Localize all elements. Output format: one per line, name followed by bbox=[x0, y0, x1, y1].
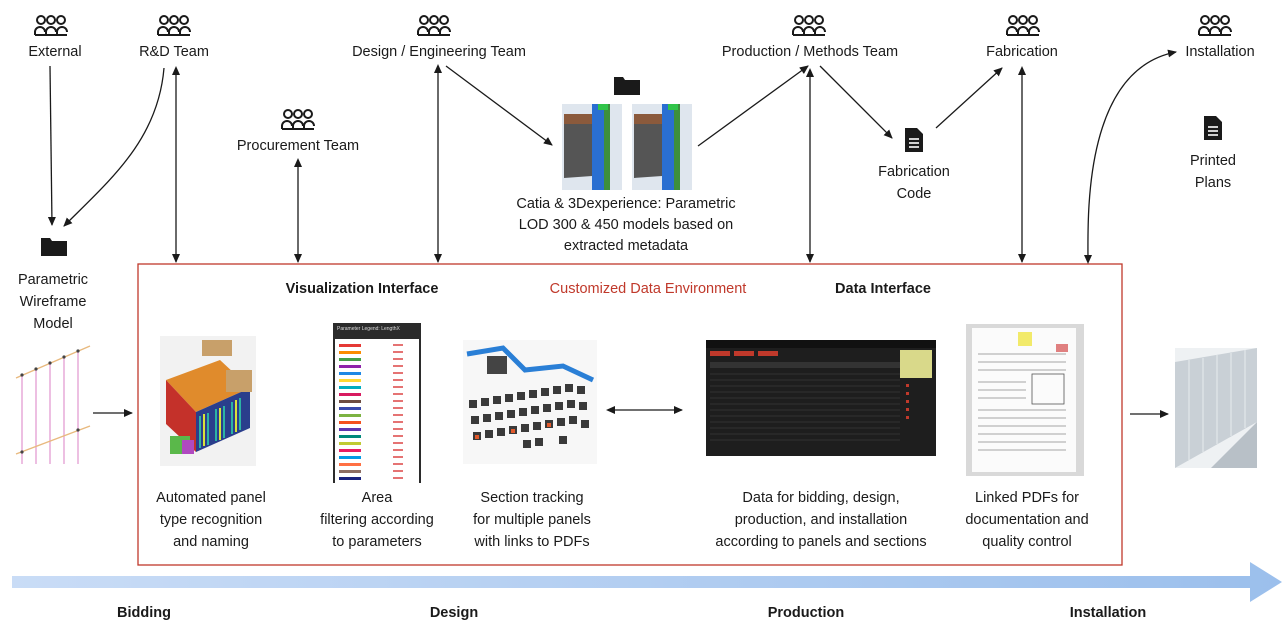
edge-fabcode-fabrication bbox=[935, 67, 1003, 129]
edge-box-installation bbox=[1083, 49, 1177, 264]
team-rnd-label: R&D Team bbox=[139, 44, 209, 60]
team-external-label: External bbox=[28, 44, 82, 60]
data-bidding-label: Data for bidding, design, production, an… bbox=[715, 490, 927, 550]
team-icon bbox=[1006, 15, 1040, 36]
team-icon bbox=[417, 15, 451, 36]
building-photo bbox=[1175, 348, 1257, 468]
fab-code-label: Fabrication Code bbox=[878, 164, 950, 202]
edge-production-fabcode bbox=[819, 65, 893, 139]
folder-icon bbox=[41, 238, 67, 256]
team-icon bbox=[1198, 15, 1232, 36]
section-tracking-label: Section tracking for multiple panels wit… bbox=[473, 490, 591, 550]
team-icon bbox=[792, 15, 826, 36]
data-interface-heading: Data Interface bbox=[835, 281, 931, 297]
edge-design-catia bbox=[445, 65, 553, 146]
phase-design: Design bbox=[429, 605, 479, 621]
phase-production: Production bbox=[767, 605, 845, 621]
team-production-label: Production / Methods Team bbox=[721, 44, 899, 60]
team-design-label: Design / Engineering Team bbox=[352, 44, 526, 60]
edge-external-wireframe bbox=[47, 65, 56, 226]
timeline-band bbox=[12, 562, 1282, 602]
environment-box bbox=[137, 263, 1123, 566]
team-procurement-label: Procurement Team bbox=[236, 138, 360, 154]
catia-model-image bbox=[562, 104, 692, 190]
team-icon bbox=[157, 15, 191, 36]
wireframe-image bbox=[15, 345, 91, 464]
wireframe-label: Parametric Wireframe Model bbox=[17, 272, 89, 332]
catia-label: Catia & 3Dexperience: Parametric LOD 300… bbox=[516, 196, 736, 254]
data-table-image bbox=[706, 340, 936, 456]
edge-catia-production bbox=[697, 65, 809, 147]
area-filtering-label: Area filtering according to parameters bbox=[320, 490, 434, 550]
panel-recognition-image bbox=[160, 336, 256, 466]
folder-icon bbox=[614, 77, 640, 95]
legend-header: Parameter Legend: LengthX bbox=[337, 326, 400, 332]
team-icon bbox=[281, 109, 315, 130]
team-icon bbox=[34, 15, 68, 36]
team-installation-label: Installation bbox=[1185, 44, 1255, 60]
legend-swatches bbox=[335, 339, 419, 483]
document-icon bbox=[905, 128, 923, 152]
phase-bidding: Bidding bbox=[117, 605, 171, 621]
section-tracking-image bbox=[463, 340, 597, 464]
parameter-legend-image: Parameter Legend: LengthX bbox=[333, 323, 421, 483]
environment-title: Customized Data Environment bbox=[549, 281, 747, 297]
printed-plans-label: Printed Plans bbox=[1190, 153, 1236, 191]
panel-recognition-label: Automated panel type recognition and nam… bbox=[156, 490, 266, 550]
edge-rnd-wireframe bbox=[63, 67, 165, 227]
linked-pdfs-label: Linked PDFs for documentation and qualit… bbox=[965, 490, 1089, 550]
document-icon bbox=[1204, 116, 1222, 140]
linked-pdf-image bbox=[966, 324, 1084, 476]
team-fabrication-label: Fabrication bbox=[986, 44, 1058, 60]
visualization-interface-heading: Visualization Interface bbox=[285, 281, 439, 297]
phase-installation: Installation bbox=[1069, 605, 1147, 621]
